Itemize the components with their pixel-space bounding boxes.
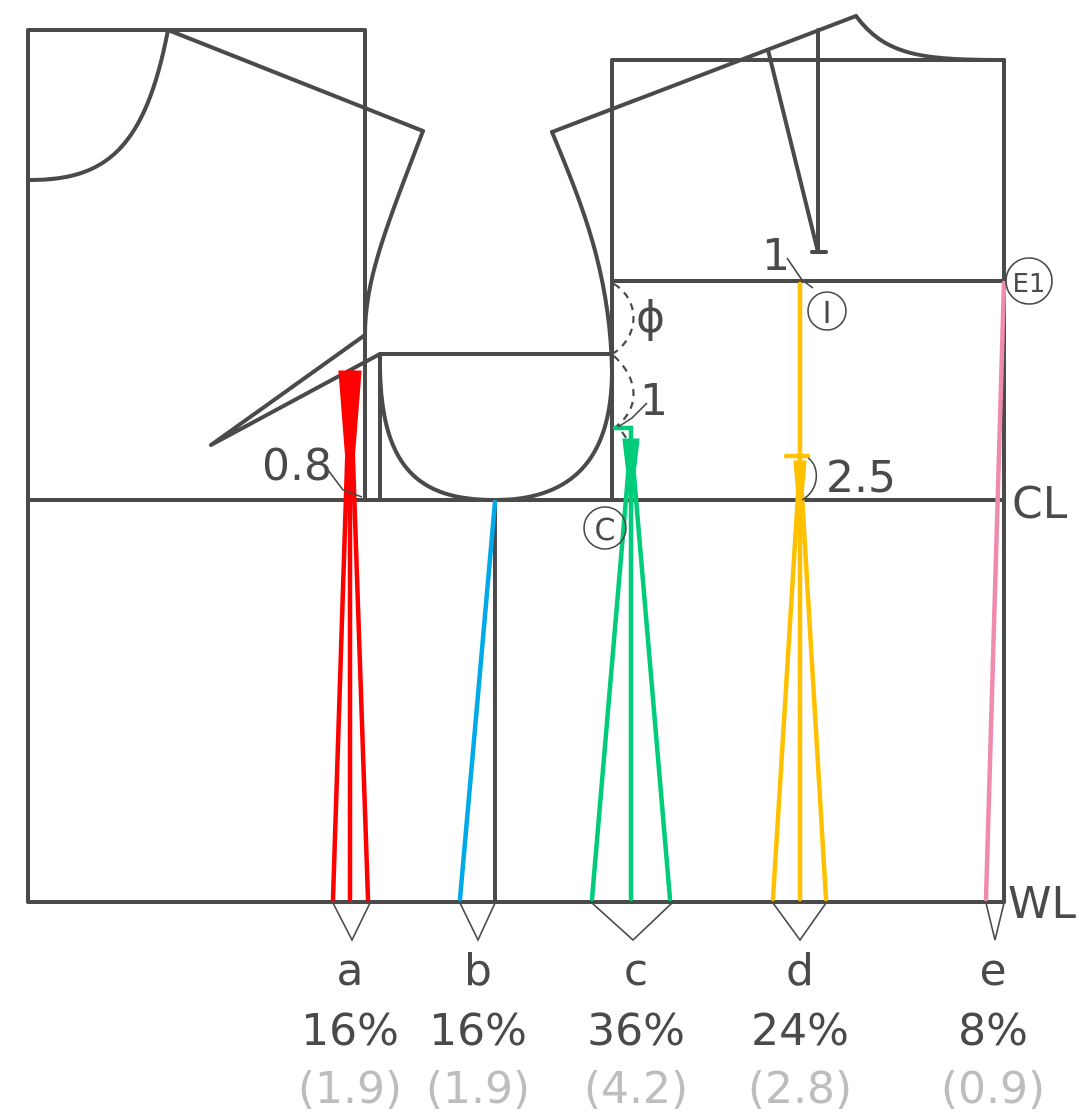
pattern-outline bbox=[26, 14, 1006, 904]
legend-a: a 16% (1.9) bbox=[298, 945, 402, 1114]
legend-c: c 36% (4.2) bbox=[584, 945, 688, 1114]
legend-d-letter: d bbox=[786, 945, 814, 996]
legend-e-letter: e bbox=[979, 945, 1006, 996]
dart-e bbox=[983, 280, 1007, 902]
legend-d-percent: 24% bbox=[751, 1005, 849, 1056]
mark-c: C bbox=[595, 513, 616, 548]
chest-line-label: CL bbox=[1012, 478, 1068, 529]
legend-a-letter: a bbox=[337, 945, 364, 996]
legend-a-amount: (1.9) bbox=[298, 1063, 402, 1114]
leader-08 bbox=[327, 469, 363, 498]
back-armhole bbox=[363, 129, 425, 502]
bottom-connectors bbox=[332, 902, 1005, 942]
leader-25 bbox=[801, 457, 818, 501]
dart-d bbox=[770, 281, 829, 902]
legend-b-percent: 16% bbox=[429, 1005, 527, 1056]
leaders bbox=[327, 257, 1053, 550]
annotation-labels: 0.8 1 1 2.5 ϕ I E1 C CL WL bbox=[262, 230, 1077, 929]
dim-label-1-mid: 1 bbox=[640, 375, 668, 426]
mark-e1: E1 bbox=[1013, 269, 1046, 299]
connector-b bbox=[459, 902, 496, 942]
front-shoulder-dart bbox=[766, 28, 820, 254]
front-armhole bbox=[550, 130, 614, 372]
legend-e-percent: 8% bbox=[958, 1005, 1028, 1056]
connector-c bbox=[591, 902, 673, 942]
legend-d-amount: (2.8) bbox=[748, 1063, 852, 1114]
dim-label-08: 0.8 bbox=[262, 440, 332, 491]
dart-legend: a 16% (1.9) b 16% (1.9) c 36% (4.2) d 24… bbox=[298, 945, 1045, 1114]
mark-i: I bbox=[823, 296, 832, 331]
connector-e bbox=[985, 902, 1005, 941]
legend-c-amount: (4.2) bbox=[584, 1063, 688, 1114]
front-block bbox=[610, 58, 1006, 904]
leader-1-top bbox=[786, 257, 814, 289]
dim-label-25: 2.5 bbox=[826, 452, 896, 503]
circle-c bbox=[583, 506, 627, 550]
front-shoulder bbox=[550, 14, 858, 134]
circle-i bbox=[807, 291, 847, 331]
dart-a bbox=[330, 369, 371, 902]
connector-a bbox=[332, 902, 371, 942]
back-neckline bbox=[28, 28, 170, 182]
back-shoulder bbox=[166, 28, 425, 133]
legend-e-amount: (0.9) bbox=[941, 1063, 1045, 1114]
legend-b-letter: b bbox=[464, 945, 492, 996]
legend-b: b 16% (1.9) bbox=[426, 945, 530, 1114]
front-neckline bbox=[854, 14, 1006, 62]
waist-line-label: WL bbox=[1008, 878, 1077, 929]
lower-curve bbox=[613, 355, 635, 429]
dart-c bbox=[589, 425, 673, 902]
circle-e1 bbox=[1005, 257, 1053, 305]
legend-e: e 8% (0.9) bbox=[941, 945, 1045, 1114]
underarm-curve bbox=[377, 352, 614, 502]
legend-c-percent: 36% bbox=[587, 1005, 685, 1056]
legend-d: d 24% (2.8) bbox=[748, 945, 852, 1114]
dart-b bbox=[457, 499, 498, 902]
legend-b-amount: (1.9) bbox=[426, 1063, 530, 1114]
dim-label-1-top: 1 bbox=[762, 230, 790, 281]
legend-c-letter: c bbox=[624, 945, 648, 996]
back-dart-wedge bbox=[209, 333, 382, 447]
legend-a-percent: 16% bbox=[301, 1005, 399, 1056]
leader-1-mid bbox=[617, 402, 648, 428]
phi-curve bbox=[613, 283, 635, 354]
connector-d bbox=[772, 902, 827, 942]
phi-symbol: ϕ bbox=[636, 292, 665, 343]
